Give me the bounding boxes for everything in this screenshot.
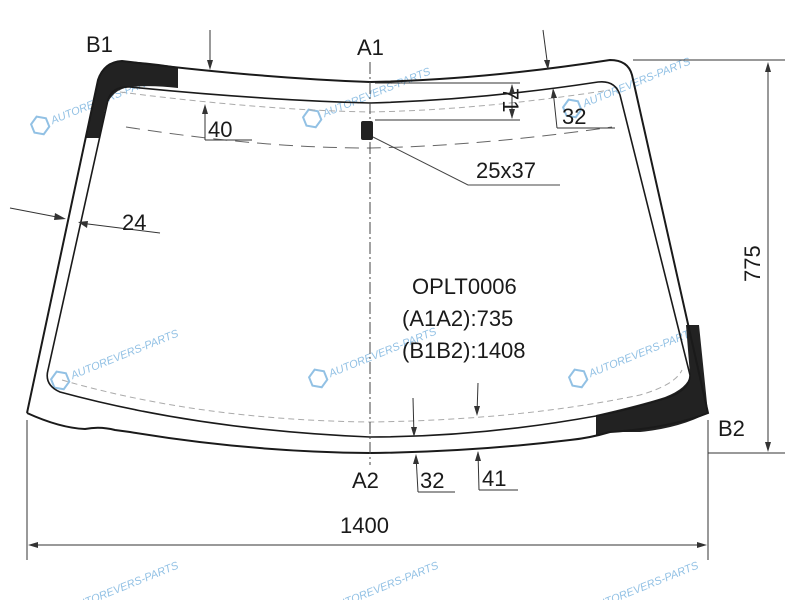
watermark: AUTOREVERS-PARTS [68, 560, 181, 600]
dim-top-right: 32 [562, 104, 586, 129]
part-code: OPLT0006 [412, 274, 517, 299]
dim-bottom-right: 41 [482, 466, 506, 491]
dimension-lines [9, 29, 785, 560]
glass-outer-edge [26, 58, 710, 455]
dim-height: 775 [740, 245, 765, 282]
black-band-b1 [86, 61, 178, 138]
dim-top-offset: 71 [498, 88, 523, 112]
point-b2-label: B2 [718, 416, 745, 441]
point-a1-label: A1 [357, 35, 384, 60]
watermark-text: AUTOREVERS-PARTS [68, 328, 181, 383]
watermark: AUTOREVERS-PARTS [49, 328, 181, 391]
watermark-text: AUTOREVERS-PARTS [68, 560, 181, 600]
watermark: AUTOREVERS-PARTS [567, 326, 699, 389]
sensor-leader [372, 136, 560, 186]
sensor-area [361, 121, 373, 140]
dim-sensor: 25x37 [476, 158, 536, 183]
watermark-text: AUTOREVERS-PARTS [320, 66, 433, 121]
glass-inner-edge [46, 80, 691, 438]
point-a2-label: A2 [352, 468, 379, 493]
watermark-text: AUTOREVERS-PARTS [580, 56, 693, 111]
dim-width: 1400 [340, 513, 389, 538]
black-band-b2 [596, 325, 708, 436]
point-b1-label: B1 [86, 32, 113, 57]
watermark-text: AUTOREVERS-PARTS [588, 560, 701, 600]
watermark: AUTOREVERS-PARTS [588, 560, 701, 600]
dimension-arrows [28, 60, 771, 548]
b1b2-length: (B1B2):1408 [402, 338, 526, 363]
watermark-text: AUTOREVERS-PARTS [328, 560, 441, 600]
a1a2-length: (A1A2):735 [402, 306, 513, 331]
dim-bottom-left: 32 [420, 468, 444, 493]
watermark: AUTOREVERS-PARTS [328, 560, 441, 600]
dim-band-top: 40 [208, 117, 232, 142]
watermark-text: AUTOREVERS-PARTS [586, 326, 699, 381]
dim-side: 24 [122, 210, 146, 235]
